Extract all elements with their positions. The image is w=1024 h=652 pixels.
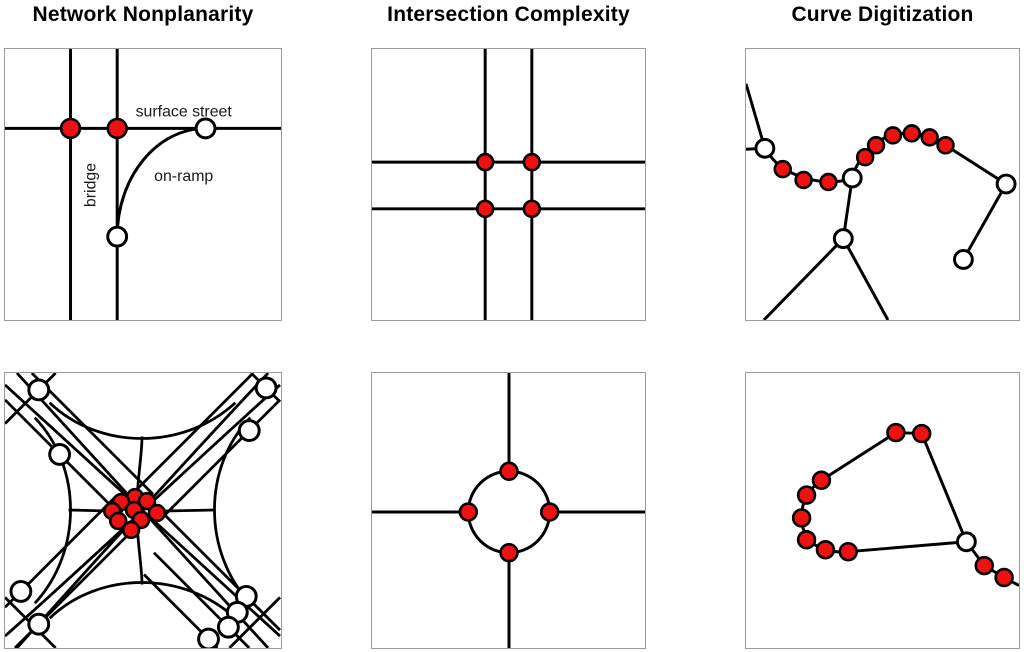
road-edge — [762, 237, 845, 320]
column-title-network-nonplanarity: Network Nonplanarity — [32, 3, 254, 26]
crossing-node-red — [811, 470, 832, 490]
crossing-node-red — [522, 152, 542, 172]
road-edge — [162, 512, 281, 632]
crossing-node-red — [796, 485, 817, 505]
crossing-node-red — [886, 422, 906, 443]
road-edge — [30, 373, 154, 496]
column-title-intersection-complexity: Intersection Complexity — [387, 3, 630, 26]
road-edge — [131, 373, 255, 496]
road-edge — [5, 373, 57, 425]
crossing-node-red — [994, 567, 1014, 588]
junction-node-white — [952, 249, 974, 270]
road-edge — [48, 581, 237, 620]
crossing-node-red — [59, 117, 82, 140]
crossing-node-red — [499, 461, 519, 482]
crossing-node-red — [794, 170, 813, 190]
crossing-node-red — [121, 520, 141, 540]
road-edge — [228, 596, 281, 648]
junction-node-white — [27, 378, 51, 402]
label-surface-street: surface street — [136, 104, 233, 121]
label-bridge: bridge — [82, 163, 99, 207]
diagram-freeway-interchange — [5, 373, 281, 648]
crossing-node-red — [475, 199, 495, 219]
diagram-digitized-curve-network — [746, 83, 1017, 320]
panel-curve-digitization-network — [745, 48, 1020, 321]
road-edge — [920, 432, 968, 543]
junction-node-white — [955, 531, 977, 553]
panel-curve-digitization-loop — [745, 372, 1020, 649]
junction-node-white — [216, 615, 240, 639]
road-edge — [841, 237, 890, 320]
road-edge — [157, 398, 281, 522]
road-edge — [962, 183, 1008, 261]
column-title-curve-digitization: Curve Digitization — [791, 3, 974, 26]
panel-nonplanarity-interchange — [4, 372, 282, 649]
crossing-node-red — [791, 508, 812, 528]
crossing-node-red — [936, 136, 955, 155]
crossing-node-red — [796, 530, 817, 550]
crossing-node-red — [974, 555, 994, 576]
panel-nonplanarity-bridge-onramp: surface street on-ramp bridge — [4, 48, 282, 321]
junction-node-white — [237, 419, 261, 442]
crossing-node-red — [838, 541, 858, 562]
crossing-node-red — [920, 128, 939, 147]
junction-node-white — [27, 612, 51, 636]
junction-node-white — [754, 137, 776, 159]
crossing-node-red — [539, 502, 560, 522]
label-on-ramp: on-ramp — [154, 168, 213, 185]
panel-intersection-roundabout — [371, 372, 646, 649]
road-edge — [115, 126, 206, 237]
crossing-node-red — [499, 542, 519, 563]
crossing-node-red — [819, 172, 838, 192]
junction-node-white — [995, 173, 1017, 195]
crossing-node-red — [458, 502, 479, 522]
diagram-four-crossings — [372, 49, 645, 320]
crossing-node-red — [911, 423, 932, 444]
crossing-node-red — [475, 152, 495, 172]
junction-node-white — [48, 442, 72, 466]
junction-node-white — [106, 225, 129, 248]
crossing-node-red — [815, 539, 836, 560]
crossing-node-red — [883, 126, 903, 145]
panel-intersection-dual-carriageway — [371, 48, 646, 321]
crossing-node-red — [137, 491, 157, 511]
junction-node-white — [194, 117, 217, 140]
crossing-node-red — [106, 117, 128, 140]
crossing-node-red — [108, 511, 128, 531]
diagram-bridge-onramp: surface street on-ramp bridge — [5, 49, 281, 320]
road-edge — [746, 83, 767, 149]
junction-node-white — [197, 627, 220, 648]
junction-node-white — [832, 228, 854, 250]
junction-node-white — [254, 376, 278, 400]
diagram-roundabout — [372, 373, 645, 648]
roundabout-circle — [466, 469, 552, 555]
road-edge — [848, 540, 967, 554]
junction-node-white — [9, 579, 33, 603]
crossing-node-red — [773, 159, 792, 179]
crossing-node-red — [866, 136, 886, 155]
crossing-node-red — [855, 147, 875, 167]
diagram-digitized-loop — [791, 422, 1019, 588]
road-edge — [820, 431, 897, 482]
crossing-node-red — [522, 199, 542, 219]
junction-node-white — [841, 167, 863, 189]
crossing-node-red — [147, 503, 167, 523]
crossing-node-red — [902, 124, 922, 143]
